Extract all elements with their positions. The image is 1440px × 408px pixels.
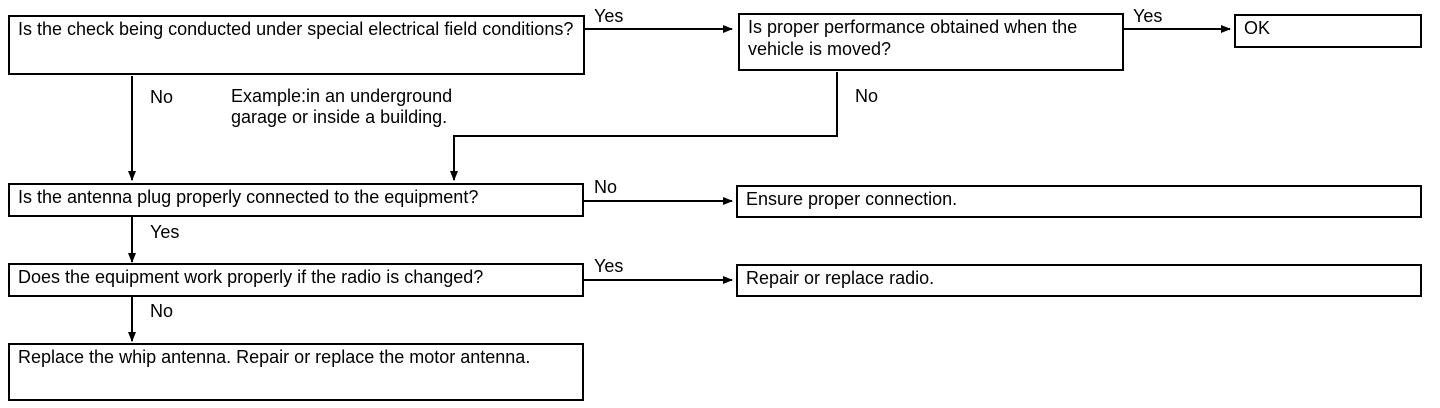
label-no-radio: No [150, 301, 174, 321]
label-yes-performance: Yes [1133, 6, 1163, 26]
example-note-line-2: garage or inside a building. [231, 107, 448, 127]
example-note-line-1: Example:in an underground [231, 86, 453, 106]
box-ensure-connection: Ensure proper connection. [736, 185, 1422, 218]
box-proper-performance-question: Is proper performance obtained when the … [738, 13, 1124, 71]
box-repair-radio: Repair or replace radio. [736, 264, 1422, 297]
label-yes-radio: Yes [594, 256, 624, 276]
arrow-performance-no [450, 72, 838, 181]
label-no-performance: No [855, 86, 879, 106]
label-yes-special: Yes [594, 6, 624, 26]
label-no-special: No [150, 87, 174, 107]
box-ok: OK [1234, 14, 1422, 48]
box-special-field-question: Is the check being conducted under speci… [8, 15, 585, 75]
label-no-plug: No [594, 177, 618, 197]
label-yes-plug: Yes [150, 222, 180, 242]
box-antenna-plug-question: Is the antenna plug properly connected t… [8, 183, 584, 217]
box-radio-changed-question: Does the equipment work properly if the … [8, 263, 584, 297]
example-note: Example:in an underground garage or insi… [231, 86, 452, 128]
box-replace-antenna: Replace the whip antenna. Repair or repl… [8, 343, 584, 401]
